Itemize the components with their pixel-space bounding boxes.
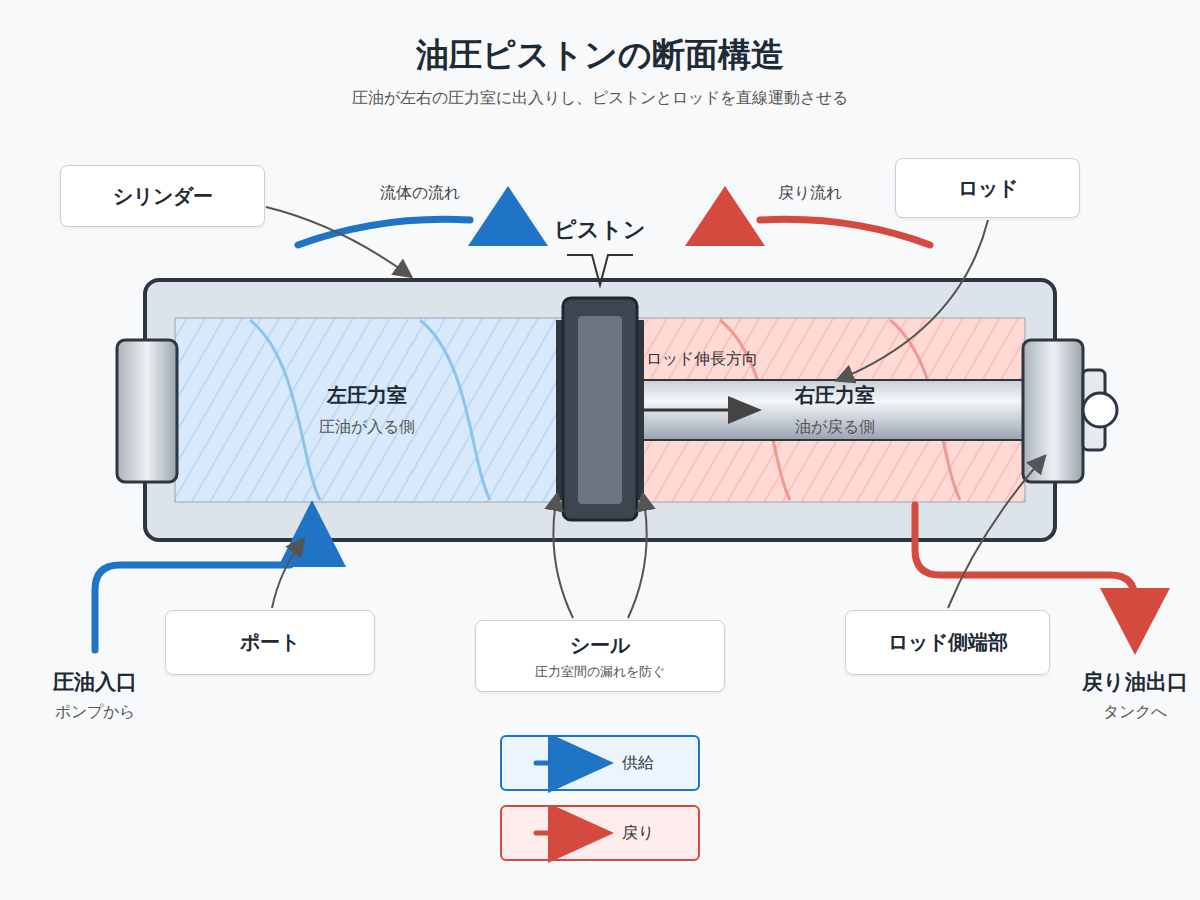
node-note: 圧力室間の漏れを防ぐ <box>535 663 665 681</box>
left-chamber-fill <box>175 318 558 502</box>
chamber-region: 左圧力室圧油が入る側 <box>175 318 558 502</box>
node-title: ロッド <box>958 175 1018 202</box>
node-title: シール <box>570 632 630 659</box>
caption: 圧油が左右の圧力室に出入りし、ピストンとロッドを直線運動させる <box>352 88 848 109</box>
piston <box>563 298 637 520</box>
legend-item: 供給 <box>500 735 700 791</box>
label: ピストン <box>554 215 646 245</box>
node-note: 圧油が入る側 <box>319 417 415 438</box>
node-note: 油が戻る側 <box>795 417 875 438</box>
chamber-region: 右圧力室油が戻る側 <box>644 318 1025 502</box>
node-title: 左圧力室 <box>327 382 407 409</box>
callout-box: ロッド <box>895 158 1080 218</box>
node-title: シリンダー <box>113 183 213 210</box>
label: 圧油入口 <box>53 668 137 696</box>
legend-swatch <box>502 737 702 793</box>
callout-box: シリンダー <box>60 165 265 227</box>
cylinder-body <box>145 280 1055 540</box>
callout-box: ポート <box>165 610 375 675</box>
label: ロッド伸長方向 <box>646 349 758 370</box>
node-title: 右圧力室 <box>795 382 875 409</box>
label: 流体の流れ <box>380 183 460 204</box>
rod <box>637 380 1027 440</box>
label: タンクへ <box>1103 702 1167 723</box>
label: 戻り油出口 <box>1082 668 1188 696</box>
callout-box: ロッド側端部 <box>845 610 1050 675</box>
rod-end-cap <box>1023 340 1083 482</box>
legend-swatch <box>502 807 702 863</box>
label: 戻り流れ <box>778 183 842 204</box>
title: 油圧ピストンの断面構造 <box>416 33 784 78</box>
legend-item: 戻り <box>500 805 700 861</box>
node-title: ロッド側端部 <box>888 629 1008 656</box>
callout-box: シール圧力室間の漏れを防ぐ <box>475 620 725 692</box>
legend-text: 戻り <box>622 823 654 844</box>
end-cap <box>117 340 177 482</box>
node-title: ポート <box>240 629 300 656</box>
legend-text: 供給 <box>622 753 654 774</box>
label: ポンプから <box>55 702 135 723</box>
